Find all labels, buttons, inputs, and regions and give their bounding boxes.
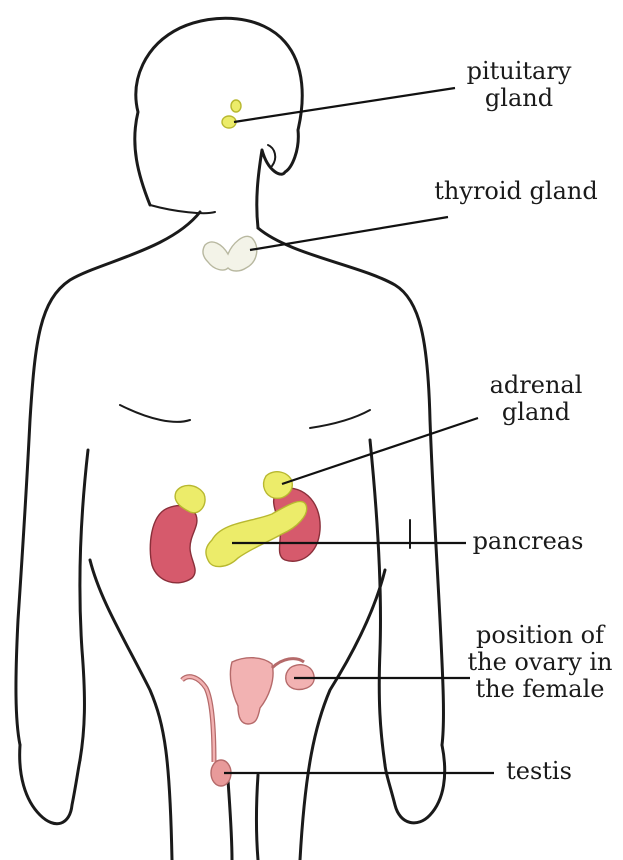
right-hand <box>385 745 445 823</box>
inner-leg-right <box>257 775 259 860</box>
adrenal-label-line1: adrenal <box>470 372 602 399</box>
pituitary-leader <box>234 88 455 122</box>
thyroid-leader <box>250 217 448 250</box>
thyroid-gland <box>203 236 257 271</box>
ovary-label-line2: the ovary in <box>464 649 616 676</box>
pituitary-gland <box>222 100 241 128</box>
adrenal-label-line2: gland <box>470 399 602 426</box>
right-inner-arm <box>370 440 385 765</box>
pituitary-label: pituitary gland <box>452 58 586 112</box>
right-adrenal-gland <box>264 472 293 499</box>
left-hand <box>20 745 80 824</box>
left-inner-arm <box>80 450 88 760</box>
ovary-label-line1: position of <box>464 622 616 649</box>
thyroid-label-line1: thyroid gland <box>418 178 614 205</box>
left-waist <box>90 560 172 860</box>
face-side <box>150 205 215 213</box>
thyroid-label: thyroid gland <box>418 178 614 205</box>
testis-label: testis <box>496 758 582 785</box>
pancreas-label: pancreas <box>466 528 590 555</box>
testis-label-line1: testis <box>496 758 582 785</box>
ovary-label-line3: the female <box>464 676 616 703</box>
head-outline <box>135 18 302 228</box>
adrenal-label: adrenal gland <box>470 372 602 426</box>
ovary-label: position of the ovary in the female <box>464 622 616 703</box>
left-kidney <box>150 506 197 583</box>
ear-detail <box>268 145 275 166</box>
right-waist <box>300 570 385 860</box>
pancreas-label-line1: pancreas <box>466 528 590 555</box>
chest-right <box>310 410 370 428</box>
vas-deferens <box>182 677 214 762</box>
left-shoulder-outline <box>16 212 200 745</box>
pituitary-label-line2: gland <box>452 85 586 112</box>
inner-leg-left <box>228 780 232 860</box>
chest-left <box>120 405 190 422</box>
pituitary-label-line1: pituitary <box>452 58 586 85</box>
uterus-organ <box>230 658 273 724</box>
